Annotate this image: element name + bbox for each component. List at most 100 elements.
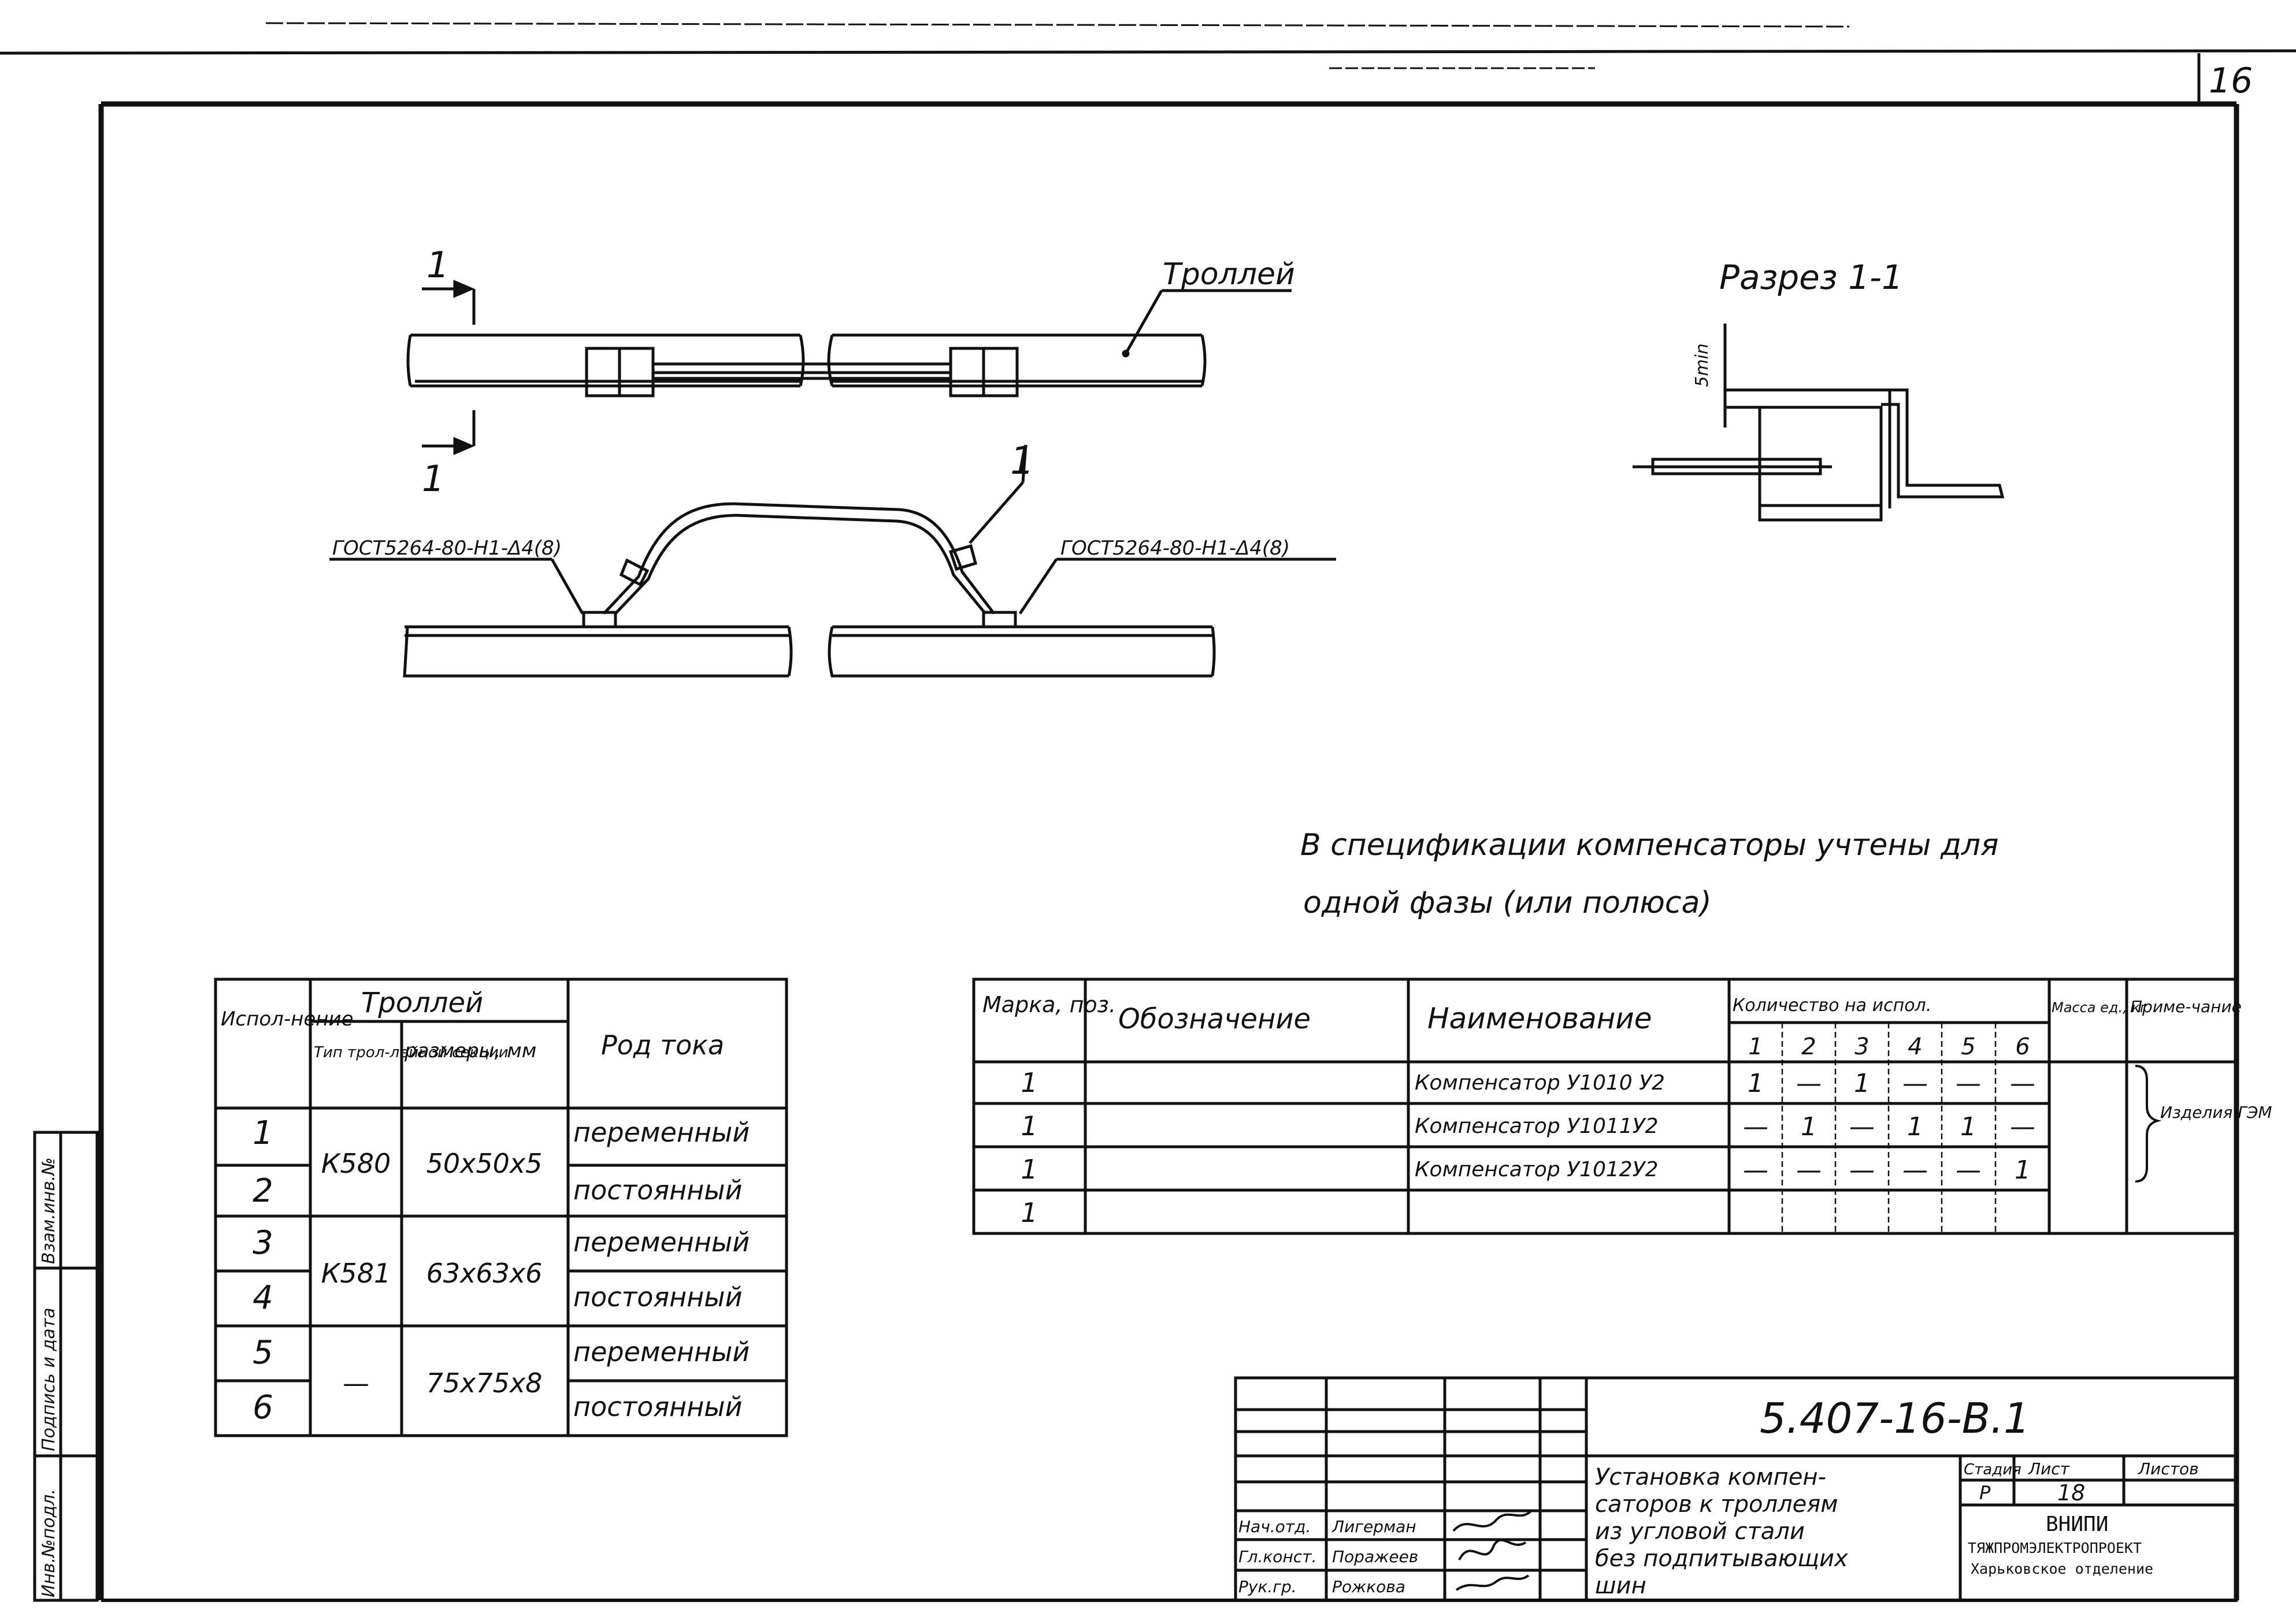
- lt-row-rod: переменный: [573, 1117, 750, 1148]
- side-stamp: [33, 1131, 99, 1602]
- lt-row-razmer: 75х75х8: [426, 1367, 543, 1399]
- st-header-kolichestvo: Количество на испол.: [1733, 995, 1931, 1016]
- st-row-qty: —: [1743, 1112, 1768, 1142]
- st-qty-col-header: 1: [1748, 1034, 1763, 1060]
- title-line-1: Установка компен-: [1595, 1464, 1826, 1491]
- title-block-grid: [1234, 1376, 2238, 1602]
- title-line-3: из угловой стали: [1595, 1518, 1805, 1545]
- role-3: Рук.гр.: [1238, 1577, 1297, 1596]
- title-line-4: без подпитывающих: [1595, 1545, 1848, 1572]
- st-row-qty: 1: [2015, 1155, 2031, 1185]
- section-title: Разрез 1-1: [1719, 258, 1903, 297]
- lt-row-razmer: 50х50х5: [426, 1148, 543, 1179]
- note-line-1: В спецификации компенсаторы учтены для: [1300, 828, 1998, 863]
- lt-row-num: 5: [253, 1334, 273, 1372]
- lt-row-rod: переменный: [573, 1336, 750, 1367]
- st-row-marka: 1: [1021, 1197, 1037, 1228]
- st-qty-col-header: 5: [1961, 1034, 1975, 1060]
- trolley-label: Троллей: [1163, 257, 1295, 292]
- signatures: [1452, 1510, 1533, 1591]
- spec-note: Изделия ГЭМ: [2160, 1103, 2272, 1122]
- org-line-1: ВНИПИ: [2046, 1512, 2108, 1536]
- st-qty-col-header: 3: [1854, 1034, 1869, 1060]
- title-line-5: шин: [1595, 1573, 1646, 1599]
- lt-row-num: 4: [253, 1279, 273, 1317]
- st-row-qty: —: [1956, 1155, 1981, 1185]
- weld-note-left: ГОСТ5264-80-Н1-Δ4(8): [332, 537, 562, 560]
- lt-header-rod: Род тока: [601, 1030, 724, 1061]
- st-header-oboznachenie: Обозначение: [1118, 1003, 1311, 1035]
- st-header-marka: Марка, поз.: [982, 992, 1116, 1017]
- list-value: 18: [2057, 1480, 2085, 1506]
- st-row-qty: 1: [1801, 1112, 1817, 1142]
- org-line-3: Харьковское отделение: [1971, 1560, 2153, 1577]
- st-row-qty: —: [1743, 1155, 1768, 1185]
- lt-row-tip: К581: [321, 1258, 391, 1289]
- title-line-2: саторов к троллеям: [1595, 1491, 1838, 1518]
- st-row-marka: 1: [1021, 1067, 1037, 1098]
- st-row-qty: —: [1796, 1069, 1822, 1098]
- lt-header-ispolnenie: Испол-нение: [221, 1008, 354, 1031]
- st-row-name: Компенсатор У1010 У2: [1415, 1071, 1665, 1095]
- section-1-1-drawing: [1633, 324, 2005, 522]
- listov-label: Листов: [2138, 1459, 2199, 1478]
- stadia-value: Р: [1979, 1482, 1991, 1504]
- position-mark: 1: [1010, 438, 1034, 483]
- lt-header-tip: Тип трол-лейной секции: [314, 1044, 509, 1061]
- list-label: Лист: [2028, 1459, 2070, 1478]
- executions-table-grid: [214, 978, 788, 1437]
- st-row-qty: 1: [1960, 1112, 1976, 1142]
- st-header-primechanie: Приме-чание: [2130, 997, 2242, 1016]
- note-line-2: одной фазы (или полюса): [1303, 886, 1712, 920]
- st-row-qty: —: [1796, 1155, 1822, 1185]
- st-qty-col-header: 2: [1801, 1034, 1816, 1060]
- spec-table-grid: [972, 978, 2238, 1235]
- role-1: Нач.отд.: [1238, 1517, 1311, 1536]
- st-row-qty: —: [1902, 1155, 1928, 1185]
- spec-table-subgrid: [1781, 1023, 1997, 1233]
- st-row-qty: —: [1902, 1069, 1928, 1098]
- title-code: 5.407-16-В.1: [1760, 1394, 2030, 1443]
- gap-label: 5min: [1692, 343, 1712, 387]
- lt-row-rod: постоянный: [573, 1391, 743, 1422]
- lt-header-razmery: размеры, мм: [404, 1039, 536, 1062]
- st-row-qty: 1: [1854, 1069, 1870, 1098]
- st-row-qty: 1: [1907, 1112, 1923, 1142]
- st-qty-col-header: 6: [2015, 1034, 2030, 1060]
- name-2: Поражеев: [1332, 1547, 1418, 1566]
- stamp-podpis-data: Подпись и дата: [39, 1308, 59, 1452]
- lt-row-razmer: 63х63х6: [426, 1258, 543, 1289]
- st-row-qty: —: [1956, 1069, 1981, 1098]
- st-header-naimenovanie: Наименование: [1427, 1002, 1652, 1035]
- section-mark-bottom: 1: [422, 458, 444, 500]
- compensator-elevation: [329, 444, 1336, 678]
- stadia-label: Стадия: [1964, 1461, 2021, 1478]
- st-header-massa: Масса ед., кг: [2052, 999, 2147, 1016]
- lt-row-num: 1: [253, 1114, 273, 1152]
- st-row-qty: —: [1849, 1155, 1875, 1185]
- corner-number: 16: [2209, 61, 2253, 101]
- name-3: Рожкова: [1332, 1577, 1405, 1596]
- org-line-2: ТЯЖПРОМЭЛЕКТРОПРОЕКТ: [1968, 1540, 2142, 1556]
- lt-header-trolley: Троллей: [361, 987, 483, 1019]
- lt-row-tip: —: [343, 1367, 369, 1399]
- spec-note-brace: [2135, 1065, 2162, 1183]
- section-marks: [422, 280, 476, 455]
- spec-table-qty-headers: 1 2 3 4 5 6: [1748, 1034, 2030, 1060]
- st-row-marka: 1: [1021, 1110, 1037, 1142]
- sheet-frame: [0, 22, 2296, 1602]
- st-row-qty: 1: [1748, 1069, 1764, 1098]
- lt-row-tip: К580: [321, 1148, 391, 1179]
- lt-row-num: 3: [253, 1224, 273, 1262]
- lt-row-rod: постоянный: [573, 1175, 743, 1206]
- st-qty-col-header: 4: [1908, 1034, 1922, 1060]
- role-2: Гл.конст.: [1238, 1547, 1316, 1566]
- st-row-qty: —: [2010, 1069, 2035, 1098]
- trolley-plan-view: [406, 289, 1292, 397]
- name-1: Лигерман: [1331, 1517, 1416, 1536]
- st-row-name: Компенсатор У1011У2: [1415, 1114, 1659, 1138]
